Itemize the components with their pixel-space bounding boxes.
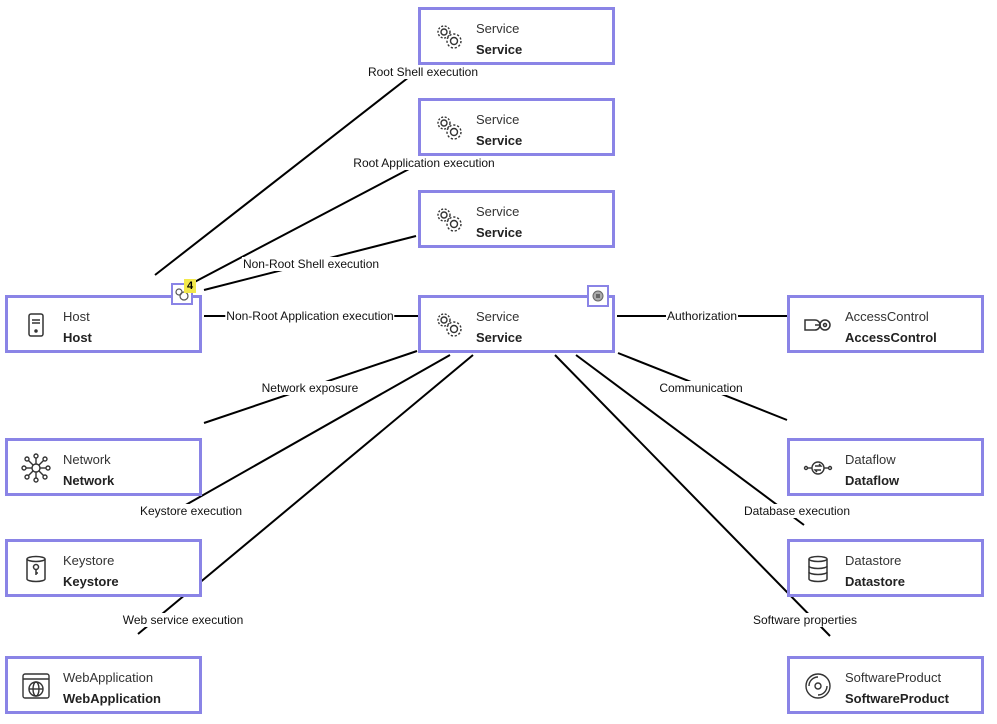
gears-icon [434, 205, 464, 235]
service-node-3[interactable]: Service Service [418, 190, 615, 248]
gears-icon [434, 22, 464, 52]
node-name: Service [476, 133, 523, 148]
node-name: SoftwareProduct [845, 691, 950, 706]
node-type: Service [476, 112, 520, 127]
node-type: Host [63, 309, 90, 324]
service-node-2[interactable]: Service Service [418, 98, 615, 156]
node-type: SoftwareProduct [845, 670, 942, 685]
service-lock-badge[interactable] [587, 285, 609, 307]
node-name: WebApplication [63, 691, 161, 706]
node-type: AccessControl [845, 309, 929, 324]
edge-root-shell [154, 76, 410, 276]
edge-label-authorization: Authorization [665, 309, 739, 323]
edge-label-database-exec: Database execution [742, 504, 852, 518]
edge-label-root-shell: Root Shell execution [366, 65, 480, 79]
service-node-center[interactable]: Service Service [418, 295, 615, 353]
node-name: Host [63, 330, 92, 345]
software-product-node[interactable]: SoftwareProduct SoftwareProduct [787, 656, 984, 714]
edge-database-exec [575, 354, 805, 526]
node-name: AccessControl [845, 330, 937, 345]
node-name: Keystore [63, 574, 119, 589]
datastore-node[interactable]: Datastore Datastore [787, 539, 984, 597]
host-group-count-badge: 4 [184, 279, 196, 293]
edge-label-root-app: Root Application execution [352, 156, 496, 170]
edge-keystore-exec [167, 354, 451, 516]
node-name: Datastore [845, 574, 905, 589]
disc-icon [803, 671, 833, 701]
node-name: Dataflow [845, 473, 900, 488]
node-name: Service [476, 330, 523, 345]
dataflow-node[interactable]: Dataflow Dataflow [787, 438, 984, 496]
node-type: Network [63, 452, 111, 467]
web-application-node[interactable]: WebApplication WebApplication [5, 656, 202, 714]
access-control-node[interactable]: AccessControl AccessControl [787, 295, 984, 353]
edge-label-keystore-exec: Keystore execution [138, 504, 244, 518]
edge-root-app [184, 168, 410, 288]
edge-label-nonroot-app: Non-Root Application execution [225, 309, 395, 323]
edge-label-software-props: Software properties [751, 613, 859, 627]
node-type: Service [476, 309, 520, 324]
gears-icon [434, 310, 464, 340]
key-icon [803, 310, 833, 340]
edge-label-nonroot-shell: Non-Root Shell execution [241, 257, 381, 271]
edge-label-network-exposure: Network exposure [260, 381, 360, 395]
edge-label-web-service-exec: Web service execution [121, 613, 245, 627]
node-type: Service [476, 21, 520, 36]
node-type: Service [476, 204, 520, 219]
node-name: Service [476, 225, 523, 240]
dataflow-icon [803, 453, 833, 483]
server-icon [21, 310, 51, 340]
node-type: WebApplication [63, 670, 154, 685]
network-node[interactable]: Network Network [5, 438, 202, 496]
lock-icon [592, 290, 604, 302]
network-hub-icon [21, 453, 51, 483]
edge-label-communication: Communication [658, 381, 744, 395]
web-window-icon [21, 671, 51, 701]
node-type: Datastore [845, 553, 902, 568]
keystore-node[interactable]: Keystore Keystore [5, 539, 202, 597]
node-name: Network [63, 473, 115, 488]
node-type: Keystore [63, 553, 115, 568]
service-node-1[interactable]: Service Service [418, 7, 615, 65]
node-name: Service [476, 42, 523, 57]
gears-icon [434, 113, 464, 143]
host-node[interactable]: Host Host [5, 295, 202, 353]
node-type: Dataflow [845, 452, 896, 467]
keystore-icon [21, 554, 51, 584]
edge-software-props [554, 354, 831, 637]
database-icon [803, 554, 833, 584]
